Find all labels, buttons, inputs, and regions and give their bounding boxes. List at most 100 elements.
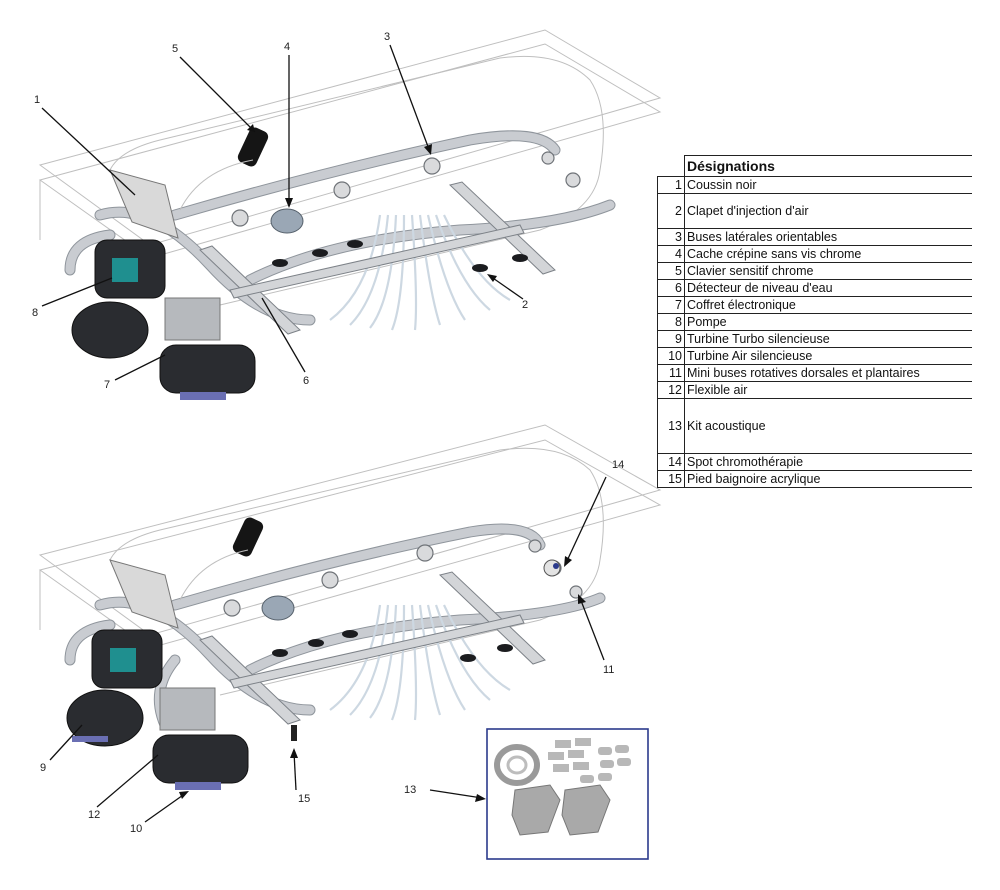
legend-label: Cache crépine sans vis chrome [684, 245, 972, 263]
callout-11: 11 [578, 594, 614, 676]
bottom-black-cushion [109, 559, 179, 629]
callout-4: 4 [284, 41, 293, 208]
callout-13: 13 [404, 784, 486, 802]
top-strainer-cover [270, 208, 304, 234]
legend-num: 15 [657, 470, 685, 488]
svg-text:2: 2 [522, 299, 528, 311]
legend-row: 9 Turbine Turbo silencieuse [657, 330, 972, 348]
legend-num: 4 [657, 245, 685, 263]
bottom-pipes [64, 523, 606, 731]
callout-3: 3 [384, 31, 432, 155]
legend-header: Désignations [684, 155, 972, 177]
legend-row: 4 Cache crépine sans vis chrome [657, 245, 972, 263]
designations-legend: Désignations 1 Coussin noir 2 Clapet d'i… [657, 155, 972, 488]
legend-label: Pompe [684, 313, 972, 331]
legend-row: 1 Coussin noir [657, 176, 972, 194]
svg-text:11: 11 [603, 664, 614, 676]
svg-text:15: 15 [298, 793, 310, 805]
bottom-control-box [159, 687, 216, 731]
legend-label: Clavier sensitif chrome [684, 262, 972, 280]
bottom-strainer-cover [261, 595, 295, 621]
callout-5: 5 [172, 43, 256, 133]
legend-row: 12 Flexible air [657, 381, 972, 399]
legend-row: 15 Pied baignoire acrylique [657, 470, 972, 488]
top-control-box [164, 297, 221, 341]
svg-text:5: 5 [172, 43, 178, 55]
callout-6: 6 [261, 297, 309, 387]
legend-row: 6 Détecteur de niveau d'eau [657, 279, 972, 297]
legend-label: Coussin noir [684, 176, 972, 194]
svg-text:12: 12 [88, 809, 100, 821]
bottom-floor-jets [272, 630, 513, 662]
callout-12: 12 [88, 754, 159, 821]
legend-label: Coffret électronique [684, 296, 972, 314]
bottom-touch-keypad [179, 517, 264, 601]
legend-num: 8 [657, 313, 685, 331]
bottom-turbine-air [152, 734, 249, 790]
top-rails [199, 181, 556, 335]
top-bathtub-assembly [38, 29, 662, 400]
bottom-callouts: 14 11 9 12 10 15 13 [40, 459, 624, 835]
legend-num: 10 [657, 347, 685, 365]
svg-text:9: 9 [40, 762, 46, 774]
bottom-pump [91, 629, 163, 689]
bottom-turbine-turbo [66, 689, 144, 747]
bottom-rails [199, 571, 546, 725]
svg-text:4: 4 [284, 41, 290, 53]
legend-header-row: Désignations [657, 155, 972, 177]
callout-14: 14 [564, 459, 624, 567]
legend-num: 1 [657, 176, 685, 194]
legend-label: Turbine Turbo silencieuse [684, 330, 972, 348]
top-turbine-turbo [71, 301, 149, 359]
top-touch-keypad [179, 127, 269, 211]
svg-text:14: 14 [612, 459, 624, 471]
top-pump [94, 239, 166, 299]
callout-8: 8 [32, 277, 113, 319]
legend-num: 12 [657, 381, 685, 399]
legend-row: 3 Buses latérales orientables [657, 228, 972, 246]
acoustic-pads [548, 738, 631, 783]
callout-1: 1 [34, 94, 136, 196]
legend-num: 7 [657, 296, 685, 314]
legend-row: 14 Spot chromothérapie [657, 453, 972, 471]
callout-2: 2 [487, 274, 528, 311]
top-floor-jets [272, 240, 528, 272]
legend-num: 3 [657, 228, 685, 246]
legend-num: 9 [657, 330, 685, 348]
callout-9: 9 [40, 724, 83, 774]
bottom-chromotherapy-spot [543, 559, 561, 577]
legend-label: Flexible air [684, 381, 972, 399]
svg-text:1: 1 [34, 94, 40, 106]
svg-text:10: 10 [130, 823, 142, 835]
legend-row: 5 Clavier sensitif chrome [657, 262, 972, 280]
svg-text:13: 13 [404, 784, 416, 796]
svg-text:8: 8 [32, 307, 38, 319]
top-side-nozzles [231, 151, 581, 227]
top-turbine-air [159, 344, 256, 400]
legend-num: 6 [657, 279, 685, 297]
svg-text:6: 6 [303, 375, 309, 387]
bottom-bathtub-assembly [38, 424, 662, 790]
acoustic-brackets [511, 784, 611, 836]
top-callouts: 1 5 4 3 8 7 6 2 [32, 31, 528, 391]
svg-text:3: 3 [384, 31, 390, 43]
legend-row: 2 Clapet d'injection d'air [657, 193, 972, 229]
legend-label: Mini buses rotatives dorsales et plantai… [684, 364, 972, 382]
top-black-cushion [109, 169, 179, 239]
callout-15: 15 [290, 748, 310, 805]
legend-row: 7 Coffret électronique [657, 296, 972, 314]
top-hose-bundle [329, 214, 511, 331]
legend-num: 5 [657, 262, 685, 280]
legend-row: 10 Turbine Air silencieuse [657, 347, 972, 365]
legend-num: 11 [657, 364, 685, 382]
bottom-bath-foot [291, 725, 297, 741]
legend-label: Buses latérales orientables [684, 228, 972, 246]
callout-10: 10 [130, 791, 189, 835]
legend-label: Clapet d'injection d'air [684, 193, 972, 229]
legend-num: 13 [657, 398, 685, 454]
acoustic-foam-roll [494, 744, 540, 786]
legend-num: 2 [657, 193, 685, 229]
legend-num: 14 [657, 453, 685, 471]
acoustic-kit-inset [486, 728, 649, 860]
